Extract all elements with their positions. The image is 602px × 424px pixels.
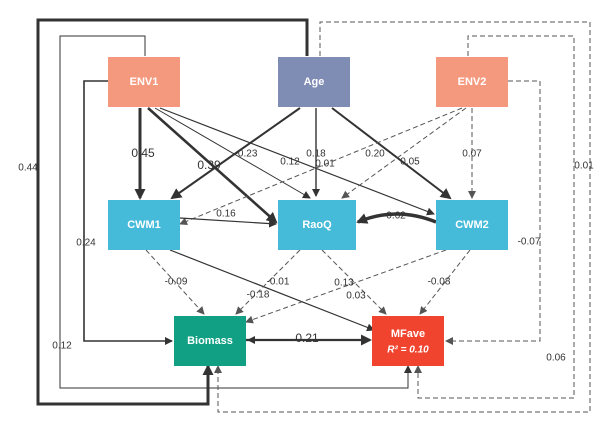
node-mfave-label: MFave — [391, 328, 425, 340]
path-env2-biomass-outer — [214, 21, 591, 413]
path-env2-mfave — [445, 80, 541, 345]
node-age: Age — [278, 57, 350, 107]
node-cwm1: CWM1 — [108, 200, 180, 250]
coef-env1-mfave-outer: 0.12 — [52, 341, 72, 352]
coef-cwm1-biomass: -0.09 — [165, 277, 188, 288]
coef-env1-cwm1: 0.45 — [131, 146, 155, 160]
node-env2-label: ENV2 — [458, 76, 487, 88]
path-cwm1-raoq — [179, 217, 277, 228]
node-cwm2-box — [436, 200, 508, 250]
coef-env2-biomass-outer: 0.06 — [546, 353, 566, 364]
node-cwm2-label: CWM2 — [455, 219, 489, 231]
coef-env2-cwm1: 0.05 — [400, 157, 420, 168]
node-cwm2: CWM2 — [436, 200, 508, 250]
coef-raoq-mfave: 0.13 — [334, 278, 354, 289]
coef-cwm1-mfave: -0.18 — [247, 290, 270, 301]
node-raoq-label: RaoQ — [302, 219, 332, 231]
node-mfave-r2: R² = 0.10 — [387, 345, 429, 356]
path-cwm2-raoq — [356, 212, 437, 224]
node-env1-label: ENV1 — [130, 76, 159, 88]
coef-env1-biomass-outer: 0.44 — [18, 163, 38, 174]
coef-age-raoq: 0.18 — [306, 149, 326, 160]
coef-age-cwm1: -0.23 — [235, 149, 258, 160]
coef-cwm1-raoq: 0.16 — [216, 209, 236, 220]
node-age-label: Age — [304, 76, 325, 88]
path-cwm1-biomass — [145, 249, 205, 315]
coef-env2-mfave: -0.07 — [518, 237, 541, 248]
coef-env1-cwm2: 0.12 — [280, 157, 300, 168]
coef-raoq-biomass: -0.01 — [267, 277, 290, 288]
coef-env1-raoq: 0.39 — [197, 158, 221, 172]
coef-env1-raoq-b: 0.01 — [315, 159, 335, 170]
path-env1-cwm2 — [159, 107, 435, 216]
path-raoq-biomass — [235, 249, 301, 315]
path-env2-raoq — [341, 107, 467, 199]
path-env1-biomass — [83, 80, 173, 345]
node-raoq: RaoQ — [278, 200, 356, 250]
node-biomass: Biomass — [174, 316, 246, 366]
path-env1-biomass-outer — [36, 18, 309, 406]
path-env1-raoq — [147, 107, 278, 224]
coef-env2-mfave-outer: 0.01 — [574, 161, 594, 172]
path-cwm2-mfave — [419, 249, 471, 315]
node-raoq-box — [278, 200, 356, 250]
path-cwm1-mfave — [169, 249, 375, 332]
node-env1: ENV1 — [108, 57, 180, 107]
coef-cwm2-raoq: 0.62 — [386, 211, 406, 222]
coef-biomass-mfave: 0.21 — [295, 331, 319, 345]
path-env1-mfave-direct — [154, 107, 311, 199]
coef-env2-cwm2: 0.07 — [462, 149, 482, 160]
node-cwm1-label: CWM1 — [127, 219, 161, 231]
path-cwm2-biomass — [245, 249, 447, 324]
path-env1-mfave-outer — [59, 35, 412, 389]
node-env2-box — [436, 57, 508, 107]
path-raoq-mfave — [321, 249, 387, 315]
node-cwm1-box — [108, 200, 180, 250]
node-mfave-box — [372, 316, 444, 366]
path-age-cwm1 — [170, 107, 301, 200]
node-biomass-box — [174, 316, 246, 366]
node-mfave: MFave R² = 0.10 — [372, 316, 444, 366]
coef-env1-biomass: 0.24 — [76, 238, 96, 249]
node-biomass-label: Biomass — [187, 335, 233, 347]
coef-cwm2-biomass: 0.03 — [346, 291, 366, 302]
node-env2: ENV2 — [436, 57, 508, 107]
coef-age-cwm2: 0.20 — [365, 149, 385, 160]
path-age-cwm2 — [331, 107, 452, 200]
node-age-box — [278, 57, 350, 107]
path-env2-mfave-outer — [414, 35, 575, 399]
node-env1-box — [108, 57, 180, 107]
coef-cwm2-mfave: -0.08 — [428, 277, 451, 288]
path-env2-cwm1 — [179, 107, 463, 226]
